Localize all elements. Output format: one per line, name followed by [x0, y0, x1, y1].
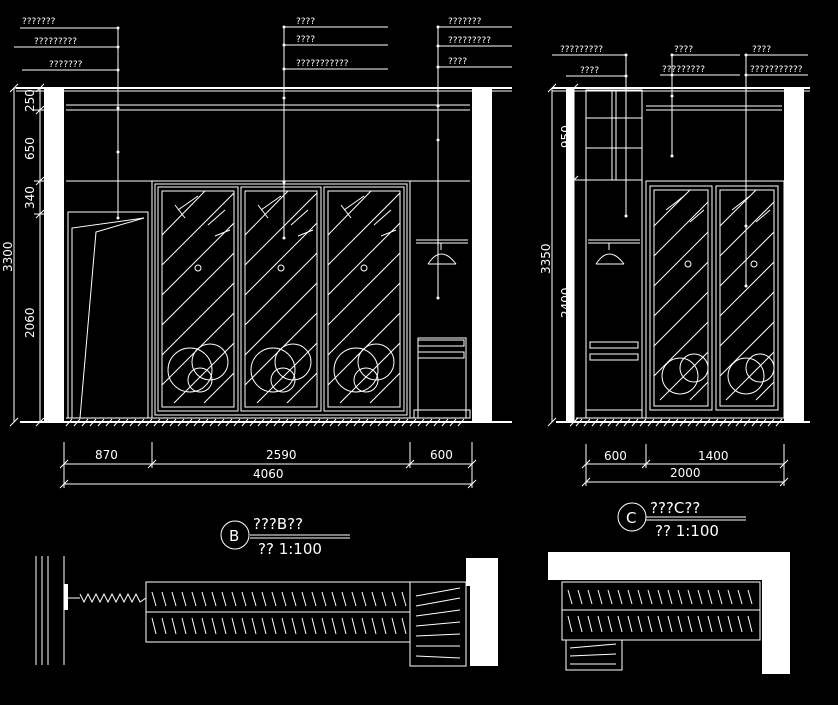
callout-b-right-3: ????: [448, 57, 467, 67]
elevation-b: ??????? ????????? ??????? ???? ???? ????…: [1, 17, 512, 667]
glass-door-2: [240, 186, 322, 412]
callout-b-mid-1: ????: [296, 17, 315, 27]
callout-c-right-1: ????: [752, 45, 771, 55]
left-wall-c: [566, 88, 574, 422]
elevation-b-horizontal-dims: 870 2590 600 4060: [59, 442, 477, 489]
callout-c-mid-1: ????: [674, 45, 693, 55]
dim-b-h-3: 600: [430, 448, 453, 462]
callout-b-mid-2: ????: [296, 35, 315, 45]
dim-b-v-4: 2060: [23, 307, 37, 338]
hanging-unit-elevation-b: [413, 239, 471, 419]
callout-b-right-2: ?????????: [448, 36, 491, 46]
callout-c-right-2: ???????????: [750, 65, 803, 75]
elevation-c: ????????? ???? ???? ????????? ???? ?????…: [539, 45, 810, 674]
right-wall-c: [784, 88, 804, 422]
door-elevation-b: [67, 211, 149, 419]
elevation-b-structure: [16, 87, 512, 427]
dim-b-v-2: 650: [23, 137, 37, 160]
dim-c-v-1: 950: [559, 125, 573, 148]
dim-b-v-1: 250: [23, 89, 37, 112]
title-b-symbol: B: [229, 527, 239, 545]
dim-b-total-width: 4060: [253, 467, 284, 481]
callout-c-mid-2: ?????????: [662, 65, 705, 75]
dim-c-total-width: 2000: [670, 466, 701, 480]
callout-b-left-3: ???????: [49, 60, 83, 70]
elevation-b-vertical-dims: 250 650 340 2060 3300: [1, 83, 45, 427]
coat-hanger-c-icon: [595, 243, 625, 265]
elevation-c-callouts: ????????? ???? ???? ????????? ???? ?????…: [552, 45, 808, 288]
callout-c-left: ????????? ????: [552, 45, 628, 218]
elevation-c-horizontal-dims: 600 1400 2000: [581, 444, 789, 487]
title-b-scale: ?? 1:100: [258, 540, 322, 558]
callout-c-right: ???? ???????????: [744, 45, 808, 288]
callout-group-mid: ???? ???? ???????????: [282, 17, 388, 240]
plan-view-c: [548, 552, 790, 674]
dim-b-v-3: 340: [23, 186, 37, 209]
callout-group-left: ??????? ????????? ???????: [14, 17, 120, 220]
door-swing-icon: [68, 592, 147, 604]
callout-c-left-1: ?????????: [560, 45, 603, 55]
callout-b-left-2: ?????????: [34, 37, 77, 47]
callout-c-mid: ???? ?????????: [660, 45, 740, 158]
callout-c-left-2: ????: [580, 66, 599, 76]
right-wall: [472, 88, 492, 422]
wardrobe-elevation-c: [645, 180, 785, 419]
elevation-b-callouts: ??????? ????????? ??????? ???? ???? ????…: [14, 17, 512, 300]
glass-door-c-1: [649, 185, 713, 411]
dim-c-h-2: 1400: [698, 449, 729, 463]
elevation-c-structure: [552, 87, 810, 427]
glass-door-1: [157, 186, 239, 412]
title-c-scale: ?? 1:100: [655, 522, 719, 540]
dim-c-v-2: 2400: [559, 287, 573, 318]
title-c-symbol: C: [626, 509, 636, 527]
callout-b-mid-3: ???????????: [296, 59, 349, 69]
dim-c-h-1: 600: [604, 449, 627, 463]
floor-hatch: [65, 418, 465, 427]
left-wall: [44, 88, 64, 422]
glass-door-3: [323, 186, 405, 412]
glass-door-c-2: [715, 185, 779, 411]
callout-b-right-1: ???????: [448, 17, 482, 27]
dim-b-h-1: 870: [95, 448, 118, 462]
dim-c-total-height: 3350: [539, 243, 553, 274]
coat-hanger-icon: [427, 243, 457, 265]
dim-b-h-2: 2590: [266, 448, 297, 462]
elevation-b-title: B ???B?? ?? 1:100: [220, 515, 350, 558]
plan-view-b: [35, 556, 498, 667]
elevation-c-title: C ???C?? ?? 1:100: [617, 499, 746, 540]
plan-b-hangers: [151, 591, 407, 635]
callout-b-left-1: ???????: [22, 17, 56, 27]
title-b-text: ???B??: [253, 515, 303, 533]
callout-group-right: ??????? ????????? ????: [436, 17, 512, 300]
wardrobe-elevation-b: [151, 180, 411, 419]
dim-b-total-height: 3300: [1, 241, 15, 272]
title-c-text: ???C??: [650, 499, 700, 517]
shelf-tower-c: [585, 89, 643, 419]
elevation-c-vertical-dims: 950 2400 3350: [539, 83, 586, 427]
